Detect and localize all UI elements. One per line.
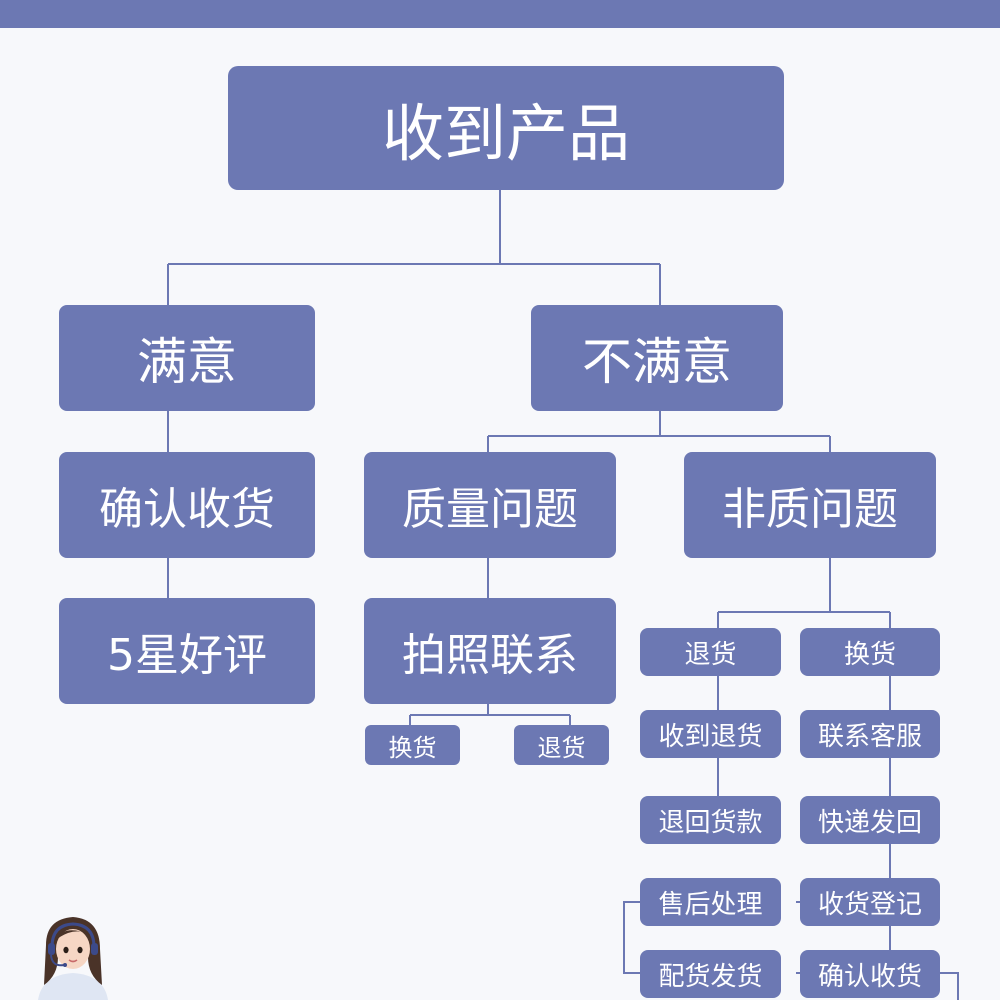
exchange-node: 换货 [800, 628, 940, 676]
unsatisfied-node: 不满意 [531, 305, 783, 411]
five-star-review-node: 5星好评 [59, 598, 315, 704]
exchange-step-node: 快递发回 [800, 796, 940, 844]
return-step-node: 配货发货 [640, 950, 781, 998]
root-node: 收到产品 [228, 66, 784, 190]
exchange-step-node: 确认收货 [800, 950, 940, 998]
quality-exchange-node: 换货 [365, 725, 460, 765]
quality-return-node: 退货 [514, 725, 609, 765]
confirm-receipt-node: 确认收货 [59, 452, 315, 558]
return-step-node: 售后处理 [640, 878, 781, 926]
return-step-node: 收到退货 [640, 710, 781, 758]
customer-service-avatar [38, 917, 108, 1000]
non-quality-issue-node: 非质问题 [684, 452, 936, 558]
header-bar [0, 0, 1000, 28]
exchange-step-node: 联系客服 [800, 710, 940, 758]
return-node: 退货 [640, 628, 781, 676]
quality-issue-node: 质量问题 [364, 452, 616, 558]
exchange-step-node: 收货登记 [800, 878, 940, 926]
satisfied-node: 满意 [59, 305, 315, 411]
return-step-node: 退回货款 [640, 796, 781, 844]
photo-contact-node: 拍照联系 [364, 598, 616, 704]
